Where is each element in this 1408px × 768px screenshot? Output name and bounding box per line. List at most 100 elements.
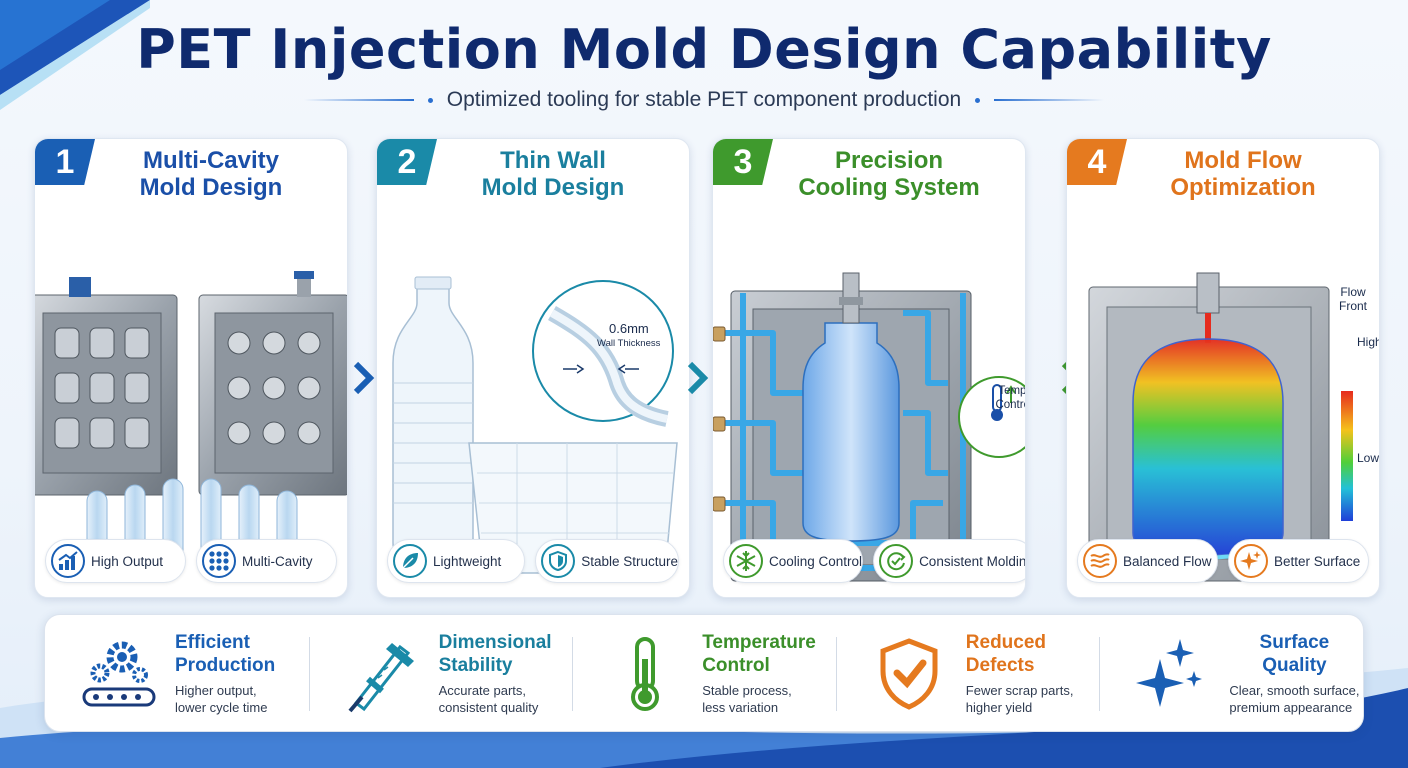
benefit-desc-line: premium appearance — [1229, 699, 1353, 715]
corner-decoration — [0, 0, 150, 110]
divider — [303, 99, 414, 101]
panel-title-line: Optimization — [1170, 174, 1316, 201]
chip-label: Stable Structure — [581, 553, 678, 569]
benefit-description: Higher output, lower cycle time — [175, 682, 275, 716]
panel-thin-wall: 2 Thin Wall Mold Design 0.6mm Wall Thick… — [376, 138, 690, 598]
chevron-right-icon — [353, 361, 375, 395]
benefit-title: Reduced Defects — [966, 631, 1074, 677]
sparkle-icon — [1129, 630, 1215, 716]
chip-row: Cooling Control Consistent Molding — [723, 539, 1025, 583]
chip-label: Cooling Control — [769, 553, 863, 569]
badge-line: Temp. — [998, 385, 1026, 397]
cooling-system-illustration — [713, 272, 1025, 582]
panel-title-line: Thin Wall — [500, 147, 606, 174]
benefit-desc-line: lower cycle time — [175, 699, 268, 715]
benefit-title-line: Temperature — [702, 631, 816, 653]
benefit-desc-line: Fewer scrap parts, — [965, 682, 1074, 698]
panel-multi-cavity: 1 Multi-Cavity Mold Design — [34, 138, 348, 598]
benefit-title-line: Efficient — [175, 631, 250, 653]
panel-title-line: Cooling System — [798, 174, 980, 201]
benefit-desc-line: Higher output, — [175, 682, 257, 698]
leaf-icon — [393, 544, 427, 578]
panel-title: Mold Flow Optimization — [1127, 147, 1359, 201]
benefit-title-line: Stability — [438, 654, 513, 676]
benefit-title-line: Reduced — [965, 631, 1047, 653]
panel-title-line: Multi-Cavity — [142, 147, 279, 174]
panel-number: 3 — [713, 139, 773, 185]
chevron-right-icon — [687, 361, 709, 395]
chip-row: Lightweight Stable Structure — [387, 539, 679, 583]
rising-chart-icon — [51, 544, 85, 578]
subtitle-row: Optimized tooling for stable PET compone… — [0, 88, 1408, 112]
benefit-desc-line: consistent quality — [438, 699, 539, 715]
caliper-icon — [339, 630, 425, 716]
wall-thickness-value: 0.6mm — [609, 321, 649, 336]
benefit-description: Clear, smooth surface, premium appearanc… — [1229, 682, 1359, 716]
badge-line: Control — [995, 399, 1025, 411]
panel-title-line: Mold Design — [481, 174, 625, 201]
thermometer-icon — [602, 630, 688, 716]
panel-title-line: Precision — [834, 147, 944, 174]
benefit-title: Dimensional Stability — [439, 631, 552, 677]
panel-number: 1 — [35, 139, 95, 185]
chip-better-surface: Better Surface — [1228, 539, 1369, 583]
panel-cooling-system: 3 Precision Cooling System — [712, 138, 1026, 598]
flow-legend-low: Low — [1357, 451, 1380, 465]
page-subtitle: Optimized tooling for stable PET compone… — [446, 88, 962, 111]
panel-title-line: Mold Flow — [1184, 147, 1302, 174]
page-title: PET Injection Mold Design Capability — [136, 18, 1272, 81]
benefits-bar: Efficient Production Higher output, lowe… — [44, 614, 1364, 732]
chip-label: Balanced Flow — [1123, 553, 1212, 569]
panel-title-line: Mold Design — [139, 174, 283, 201]
chip-label: Consistent Molding — [919, 553, 1026, 569]
panel-number: 2 — [377, 139, 437, 185]
chip-multi-cavity: Multi-Cavity — [196, 539, 337, 583]
panel-mold-flow: 4 Mold Flow Optimization Flow Front High… — [1066, 138, 1380, 598]
snowflake-icon — [729, 544, 763, 578]
chip-row: Balanced Flow Better Surface — [1077, 539, 1369, 583]
legend-title-line: Flow — [1340, 285, 1366, 299]
chip-row: High Output Multi-Cavity — [45, 539, 337, 583]
benefit-desc-line: less variation — [702, 699, 779, 715]
cycle-check-icon — [879, 544, 914, 578]
flow-legend-title: Flow Front — [1339, 285, 1367, 313]
benefit-description: Stable process, less variation — [702, 682, 816, 716]
benefit-description: Accurate parts, consistent quality — [439, 682, 552, 716]
benefit-desc-line: Clear, smooth surface, — [1229, 682, 1360, 698]
benefit-temperature-control: Temperature Control Stable process, less… — [572, 615, 836, 731]
flow-waves-icon — [1083, 544, 1117, 578]
benefit-title-line: Control — [702, 654, 770, 676]
shield-check-icon — [866, 630, 952, 716]
wall-thickness-label: Wall Thickness — [597, 338, 661, 349]
benefit-surface-quality: Surface Quality Clear, smooth surface, p… — [1099, 615, 1363, 731]
chip-label: High Output — [91, 553, 164, 569]
benefit-efficient-production: Efficient Production Higher output, lowe… — [45, 615, 309, 731]
chip-lightweight: Lightweight — [387, 539, 526, 583]
benefit-title: Temperature Control — [702, 631, 816, 677]
chip-stable-structure: Stable Structure — [535, 539, 679, 583]
chip-label: Better Surface — [1274, 553, 1361, 569]
panel-title: Precision Cooling System — [773, 147, 1005, 201]
panel-number: 4 — [1067, 139, 1127, 185]
benefit-title: Surface Quality — [1229, 631, 1359, 677]
divider — [994, 99, 1105, 101]
panel-title: Thin Wall Mold Design — [437, 147, 669, 201]
benefit-title-line: Defects — [965, 654, 1035, 676]
benefit-title: Efficient Production — [175, 631, 275, 677]
benefit-description: Fewer scrap parts, higher yield — [966, 682, 1074, 716]
chip-consistent-molding: Consistent Molding — [873, 539, 1026, 583]
chip-balanced-flow: Balanced Flow — [1077, 539, 1218, 583]
divider-dot — [975, 97, 981, 103]
benefit-title-line: Quality — [1262, 654, 1327, 676]
benefit-desc-line: higher yield — [965, 699, 1033, 715]
sparkle-icon — [1234, 544, 1268, 578]
benefit-title-line: Surface — [1259, 631, 1330, 653]
legend-title-line: Front — [1339, 299, 1368, 313]
shield-icon — [541, 544, 576, 578]
dot-grid-icon — [202, 544, 236, 578]
benefit-title-line: Dimensional — [438, 631, 552, 653]
divider-dot — [427, 97, 433, 103]
benefit-desc-line: Accurate parts, — [438, 682, 527, 698]
panel-title: Multi-Cavity Mold Design — [95, 147, 327, 201]
benefit-title-line: Production — [175, 654, 276, 676]
